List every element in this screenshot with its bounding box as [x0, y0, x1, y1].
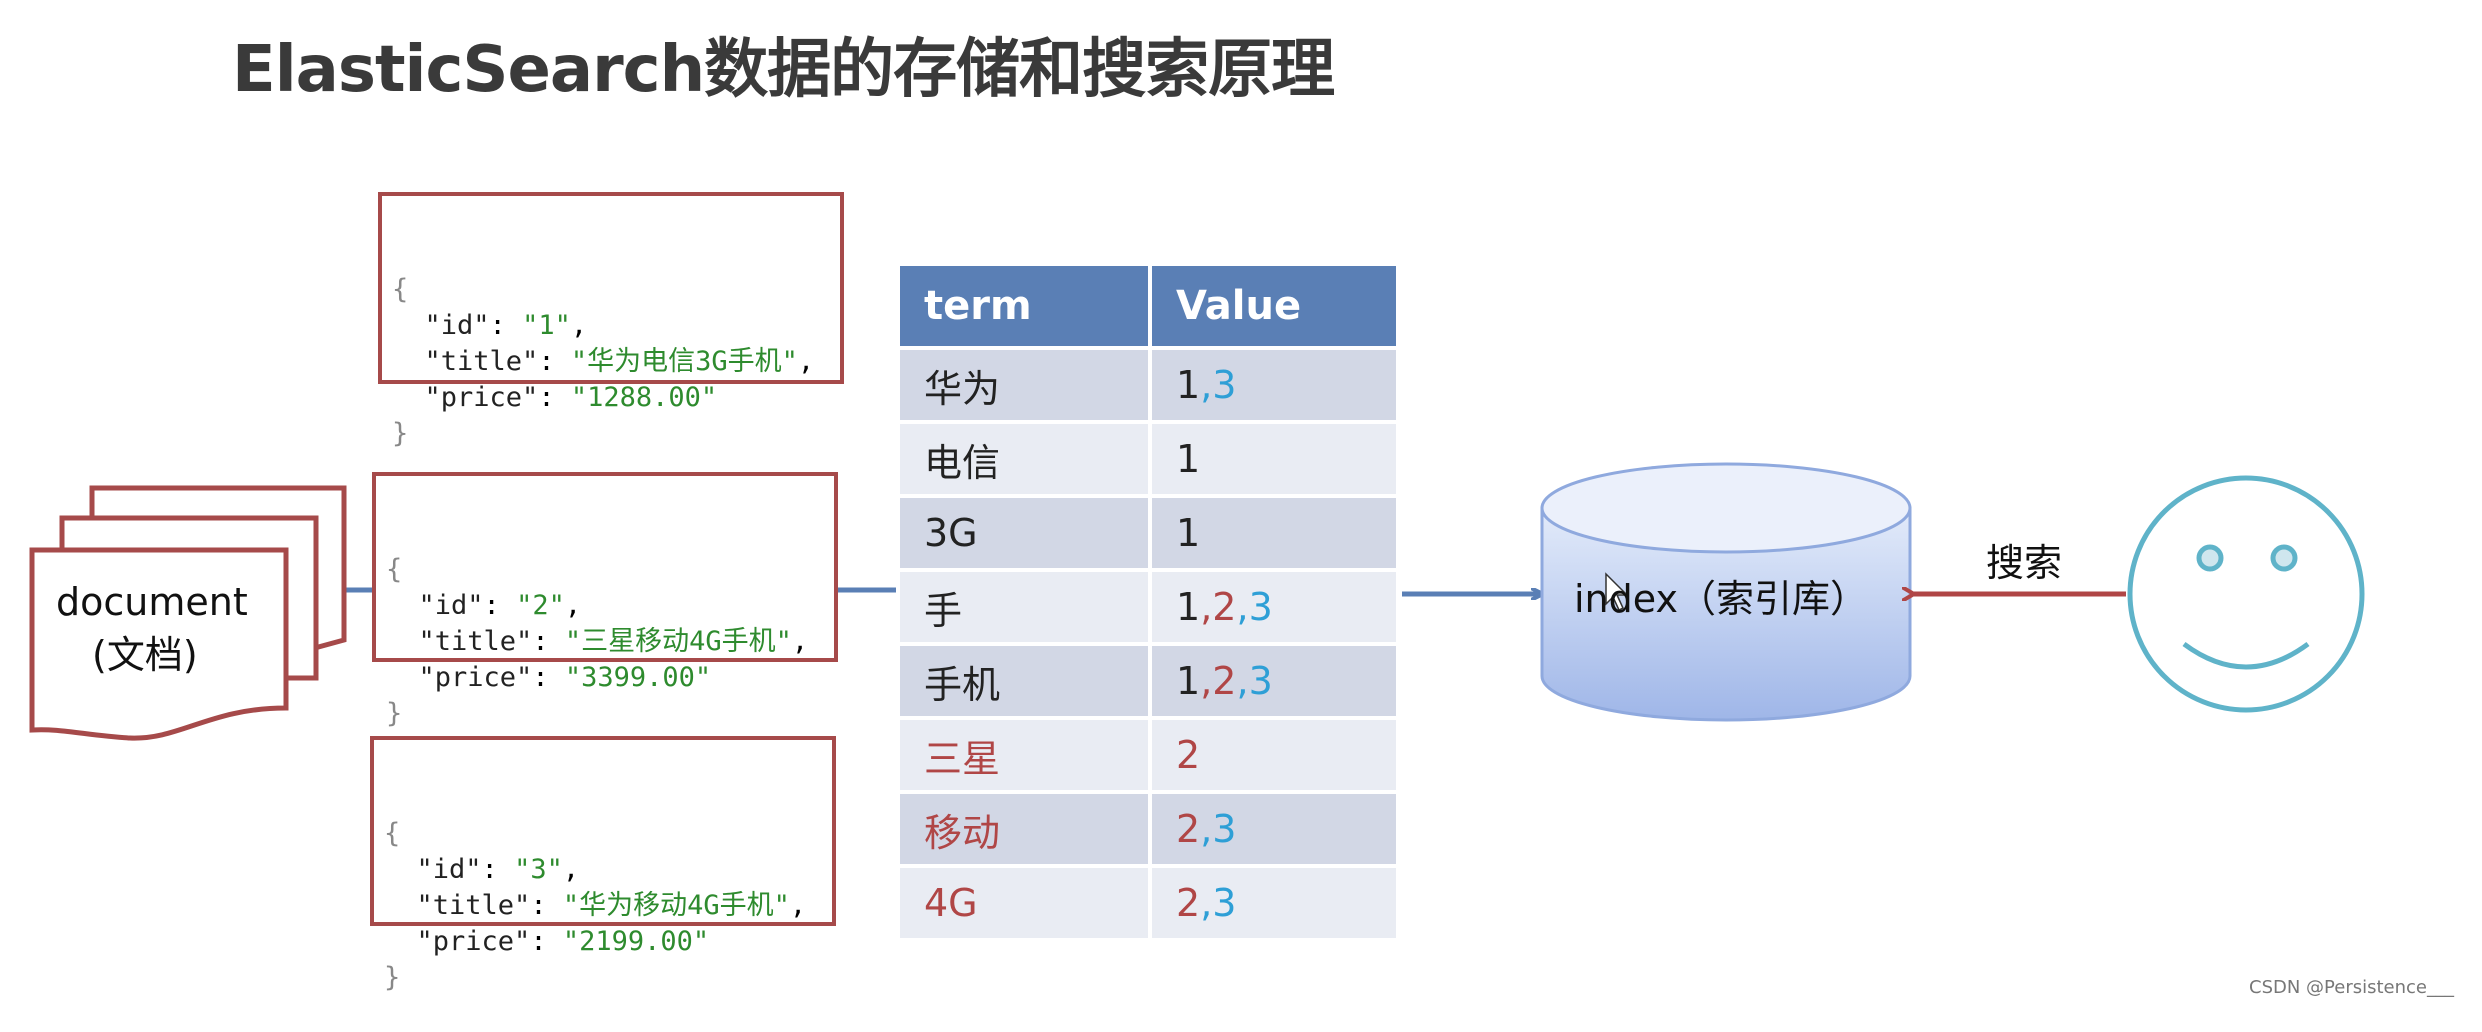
value-cell: 1,2,3 — [1152, 646, 1396, 716]
id-separator: , — [1200, 807, 1213, 851]
value-header: Value — [1152, 266, 1396, 346]
json-close-brace: } — [386, 698, 403, 729]
term-cell: 三星 — [900, 720, 1148, 790]
doc-id: 3 — [1212, 363, 1237, 407]
json-close-brace: } — [384, 962, 401, 993]
value-cell: 1 — [1152, 424, 1396, 494]
json-value: "1" — [522, 310, 571, 341]
json-close-brace: } — [392, 418, 409, 449]
term-cell: 4G — [900, 868, 1148, 938]
json-value: "2" — [516, 590, 565, 621]
json-key: "title" — [418, 626, 533, 657]
json-key: "id" — [418, 590, 484, 621]
json-doc-3: { "id": "3", "title": "华为移动4G手机", "price… — [370, 736, 836, 993]
value-cell: 1,3 — [1152, 350, 1396, 420]
term-cell: 手 — [900, 572, 1148, 642]
document-sublabel: (文档) — [92, 633, 198, 677]
term-cell: 手机 — [900, 646, 1148, 716]
json-value: "华为电信3G手机" — [570, 346, 798, 377]
json-open-brace: { — [386, 554, 403, 585]
id-separator: , — [1236, 659, 1249, 703]
value-cell: 2,3 — [1152, 868, 1396, 938]
id-separator: , — [1236, 585, 1249, 629]
json-value: "三星移动4G手机" — [564, 626, 792, 657]
credit-watermark: CSDN @Persistence___ — [2249, 977, 2454, 998]
table-row: 电信 1 — [900, 424, 1396, 494]
id-separator: , — [1200, 659, 1213, 703]
id-separator: , — [1200, 881, 1213, 925]
doc-id: 2 — [1176, 807, 1201, 851]
term-cell: 3G — [900, 498, 1148, 568]
doc-id: 1 — [1176, 585, 1201, 629]
json-key: "price" — [424, 382, 539, 413]
table-row: 三星 2 — [900, 720, 1396, 790]
json-value: "华为移动4G手机" — [562, 890, 790, 921]
json-value: "3" — [514, 854, 563, 885]
index-label: index（索引库） — [1574, 577, 1868, 621]
doc-id: 3 — [1248, 659, 1273, 703]
doc-id: 1 — [1176, 363, 1201, 407]
id-separator: , — [1200, 363, 1213, 407]
doc-id: 2 — [1212, 659, 1237, 703]
json-value: "3399.00" — [564, 662, 712, 693]
value-cell: 2,3 — [1152, 794, 1396, 864]
term-cell: 移动 — [900, 794, 1148, 864]
document-stack-icon — [29, 485, 347, 741]
doc-id: 3 — [1248, 585, 1273, 629]
term-header: term — [900, 266, 1148, 346]
json-key: "title" — [424, 346, 539, 377]
json-doc-2: { "id": "2", "title": "三星移动4G手机", "price… — [372, 472, 838, 729]
table-header-row: term Value — [900, 266, 1396, 346]
json-key: "price" — [418, 662, 533, 693]
table-row: 3G 1 — [900, 498, 1396, 568]
doc-id: 2 — [1176, 881, 1201, 925]
diagram-canvas — [29, 462, 2365, 741]
json-open-brace: { — [392, 274, 409, 305]
json-value: "1288.00" — [570, 382, 718, 413]
term-cell: 电信 — [900, 424, 1148, 494]
doc-id: 3 — [1212, 807, 1237, 851]
doc-id: 2 — [1212, 585, 1237, 629]
value-cell: 2 — [1152, 720, 1396, 790]
json-key: "id" — [424, 310, 490, 341]
search-label: 搜索 — [1986, 541, 2063, 585]
json-key: "title" — [416, 890, 531, 921]
doc-id: 1 — [1176, 511, 1201, 555]
json-open-brace: { — [384, 818, 401, 849]
id-separator: , — [1200, 585, 1213, 629]
value-cell: 1 — [1152, 498, 1396, 568]
doc-id: 1 — [1176, 659, 1201, 703]
page-title: ElasticSearch数据的存储和搜索原理 — [232, 33, 1335, 107]
document-label: document — [56, 580, 248, 624]
json-doc-1: { "id": "1", "title": "华为电信3G手机", "price… — [378, 192, 844, 449]
doc-id: 1 — [1176, 437, 1201, 481]
doc-id: 3 — [1212, 881, 1237, 925]
json-key: "price" — [416, 926, 531, 957]
value-cell: 1,2,3 — [1152, 572, 1396, 642]
json-key: "id" — [416, 854, 482, 885]
doc-id: 2 — [1176, 733, 1201, 777]
mouse-cursor-icon — [1605, 572, 1629, 612]
term-cell: 华为 — [900, 350, 1148, 420]
user-smiley-icon — [2127, 475, 2365, 713]
index-cylinder-icon — [1540, 462, 1912, 722]
json-value: "2199.00" — [562, 926, 710, 957]
